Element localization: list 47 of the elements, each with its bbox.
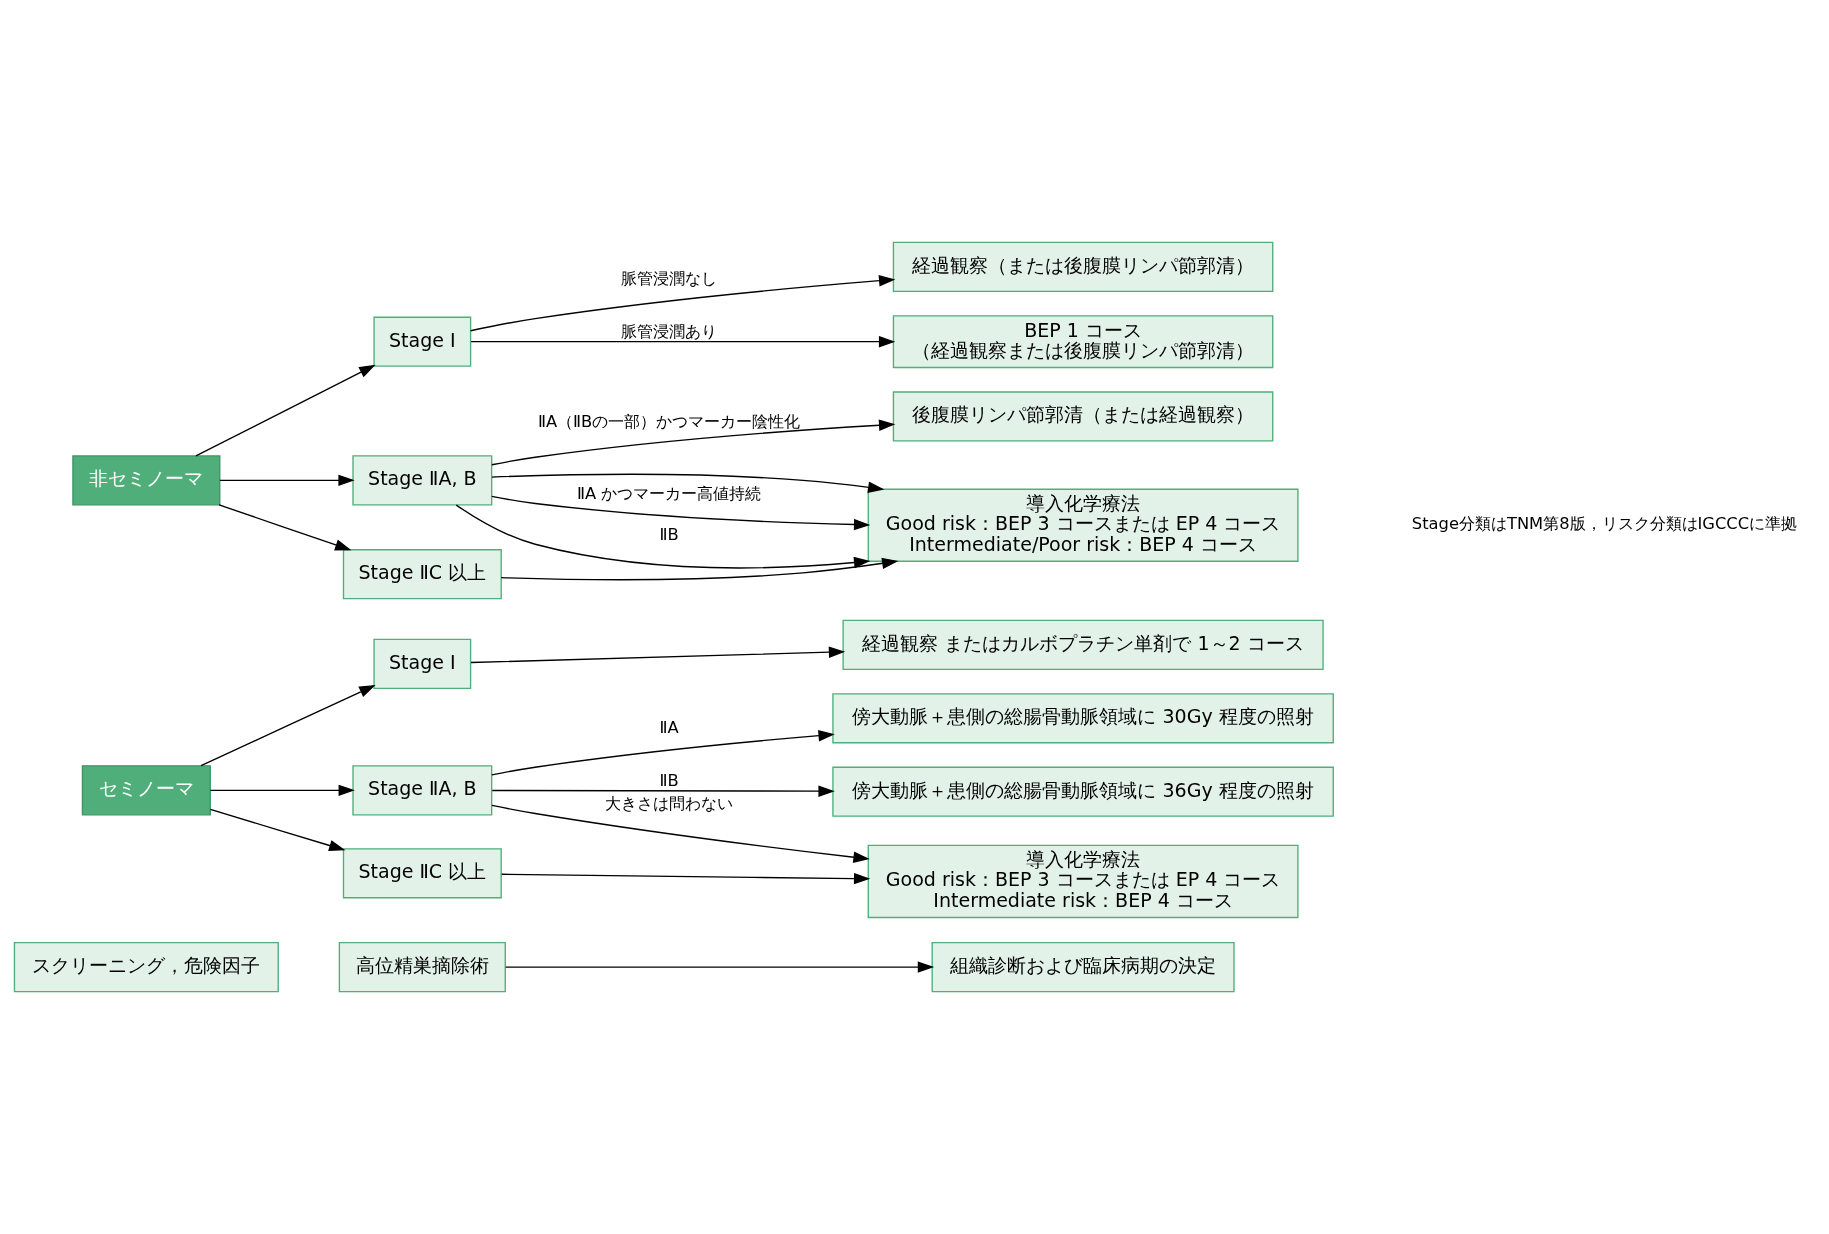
edge-label: ⅡB — [659, 770, 679, 790]
arrow — [491, 495, 871, 531]
edge-label: ⅡA — [659, 717, 679, 737]
node-box: 導入化学療法 Good risk：BEP 3 コースまたは EP 4 コース Intermediate/Poor risk：BEP 4 コース — [867, 488, 1299, 562]
node-box: Stage ⅡA, B — [352, 765, 493, 816]
node-box: 経過観察（または後腹膜リンパ節郭清） — [892, 241, 1274, 293]
node-box: 組織診断および臨床病期の決定 — [931, 941, 1235, 993]
node-box: 傍大動脈＋患側の総腸骨動脈領域に 36Gy 程度の照射 — [832, 766, 1334, 817]
arrow — [195, 364, 376, 457]
node-box: スクリーニング，危険因子 — [13, 941, 279, 993]
arrow — [209, 784, 355, 797]
node-box: BEP 1 コース （経過観察または後腹膜リンパ節郭清） — [892, 315, 1274, 369]
arrow — [491, 473, 885, 493]
edge-label: ⅡA（ⅡBの一部）かつマーカー陰性化 — [537, 411, 801, 431]
node-box: 高位精巣摘除術 — [338, 941, 506, 993]
node-box: Stage Ⅰ — [373, 316, 472, 367]
edge-label: ⅡA かつマーカー高値持続 — [576, 483, 762, 503]
label: Stage分類はTNM第8版，リスク分類はIGCCCに準拠 — [1411, 514, 1798, 534]
node-box: 経過観察 またはカルボプラチン単剤で 1～2 コース — [842, 619, 1324, 670]
node-box: セミノーマ — [81, 765, 211, 816]
node-box: 非セミノーマ — [72, 455, 221, 506]
node-box: Stage ⅡA, B — [352, 455, 493, 506]
node-box: 導入化学療法 Good risk：BEP 3 コースまたは EP 4 コース Intermediate risk：BEP 4 コース — [867, 844, 1299, 919]
node-box: 傍大動脈＋患側の総腸骨動脈領域に 30Gy 程度の照射 — [832, 693, 1334, 744]
edge-label: 大きさは問わない — [605, 793, 734, 813]
edge-label: 脈管浸潤あり — [621, 322, 718, 342]
edge-label: ⅡB — [659, 524, 679, 544]
node-box: Stage Ⅰ — [373, 638, 472, 690]
arrow — [505, 961, 935, 973]
arrow — [209, 808, 346, 852]
arrow — [470, 646, 846, 664]
arrow — [491, 730, 835, 776]
arrow — [501, 872, 871, 885]
arrow — [470, 335, 896, 348]
arrow — [491, 419, 896, 466]
node-box: Stage ⅡC 以上 — [342, 848, 502, 899]
arrow — [455, 504, 871, 569]
node-box: 後腹膜リンパ節郭清（または経過観察） — [892, 391, 1274, 442]
arrow — [491, 785, 835, 797]
arrow — [219, 474, 355, 487]
node-box: Stage ⅡC 以上 — [342, 549, 502, 600]
arrow — [470, 275, 896, 332]
edge-label: 脈管浸潤なし — [621, 269, 718, 289]
arrow — [491, 804, 870, 863]
arrow — [218, 504, 352, 551]
arrow — [500, 557, 899, 581]
arrow — [200, 684, 376, 767]
